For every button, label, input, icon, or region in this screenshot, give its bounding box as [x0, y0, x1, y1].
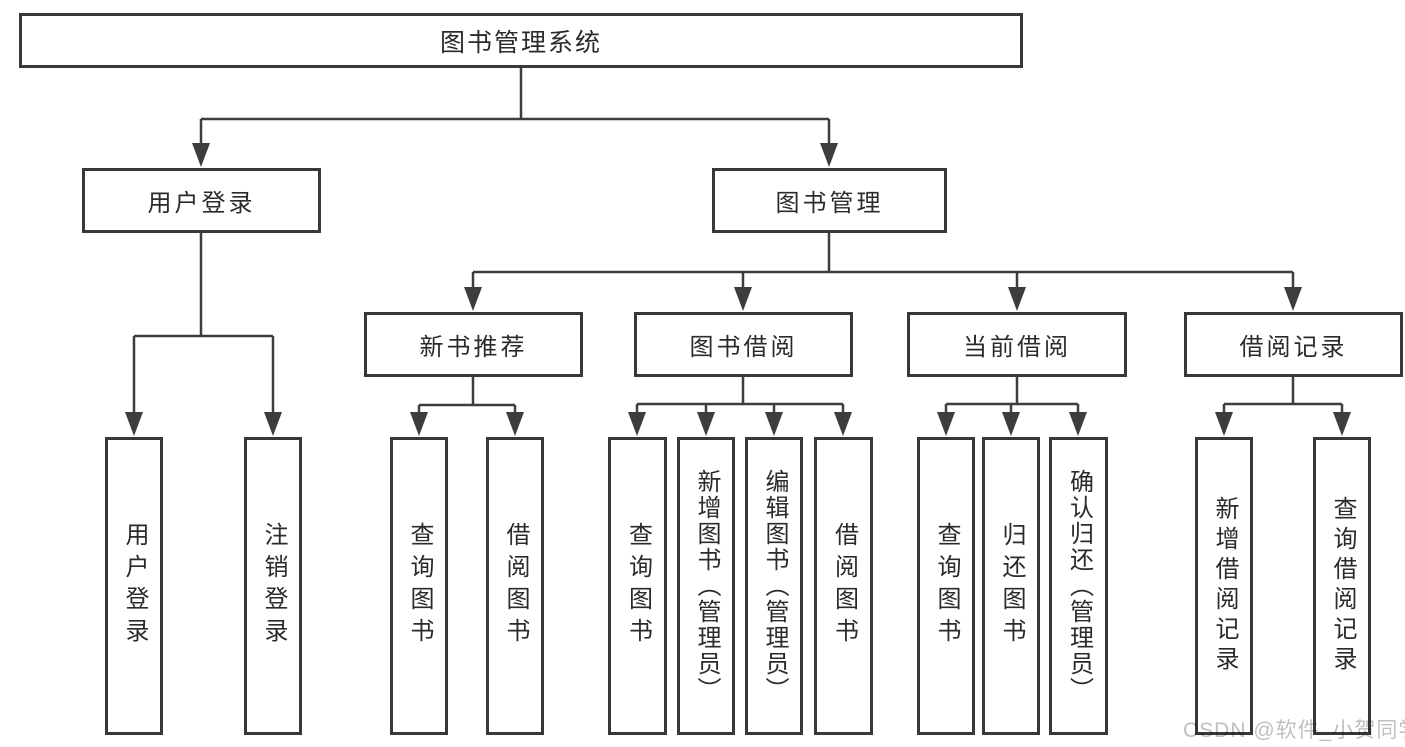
leaf-newbook-borrow-books: 借阅图书 [486, 437, 544, 735]
leaf-current-confirm-return-admin: 确认归还（管理员） [1049, 437, 1108, 735]
leaf-user-login: 用户登录 [105, 437, 163, 735]
leaf-borrow-query-books: 查询图书 [608, 437, 667, 735]
node-label: 借阅图书 [830, 522, 858, 650]
leaf-logout: 注销登录 [244, 437, 302, 735]
node-label: 编辑图书（管理员） [761, 469, 788, 703]
node-label: 当前借阅 [963, 334, 1071, 361]
leaf-current-query-books: 查询图书 [917, 437, 975, 735]
leaf-current-return-books: 归还图书 [982, 437, 1040, 735]
node-book-management: 图书管理 [712, 168, 947, 233]
node-library-system: 图书管理系统 [19, 13, 1023, 68]
leaf-borrow-edit-books-admin: 编辑图书（管理员） [745, 437, 803, 735]
node-current-borrowing: 当前借阅 [907, 312, 1127, 377]
node-label: 图书管理系统 [439, 28, 602, 57]
node-label: 查询借阅记录 [1329, 496, 1356, 676]
node-label: 查询图书 [933, 522, 960, 650]
node-new-book-recommend: 新书推荐 [364, 312, 583, 377]
node-label: 新书推荐 [419, 334, 528, 361]
node-label: 借阅图书 [502, 522, 529, 650]
node-label: 归还图书 [998, 522, 1025, 650]
arrowheads [125, 143, 1351, 436]
leaf-borrow-borrow-books: 借阅图书 [814, 437, 873, 735]
leaf-records-query-record: 查询借阅记录 [1313, 437, 1371, 735]
node-label: 新增图书（管理员） [693, 469, 720, 703]
node-label: 用户登录 [121, 522, 148, 650]
node-label: 图书借阅 [689, 334, 798, 361]
leaf-records-add-record: 新增借阅记录 [1195, 437, 1253, 735]
node-label: 图书管理 [775, 190, 884, 217]
node-label: 查询图书 [624, 522, 652, 650]
node-label: 注销登录 [260, 522, 287, 650]
csdn-watermark: CSDN @软件_小贺同学 [1183, 719, 1405, 742]
node-borrowing-records: 借阅记录 [1184, 312, 1403, 377]
node-label: 查询图书 [406, 522, 433, 650]
node-label: 借阅记录 [1239, 334, 1348, 361]
node-user-login: 用户登录 [82, 168, 321, 233]
node-label: 新增借阅记录 [1211, 496, 1238, 676]
leaf-borrow-add-books-admin: 新增图书（管理员） [677, 437, 735, 735]
leaf-newbook-query-books: 查询图书 [390, 437, 448, 735]
node-book-borrowing: 图书借阅 [634, 312, 853, 377]
node-label: 用户登录 [147, 190, 256, 217]
node-label: 确认归还（管理员） [1065, 469, 1093, 703]
